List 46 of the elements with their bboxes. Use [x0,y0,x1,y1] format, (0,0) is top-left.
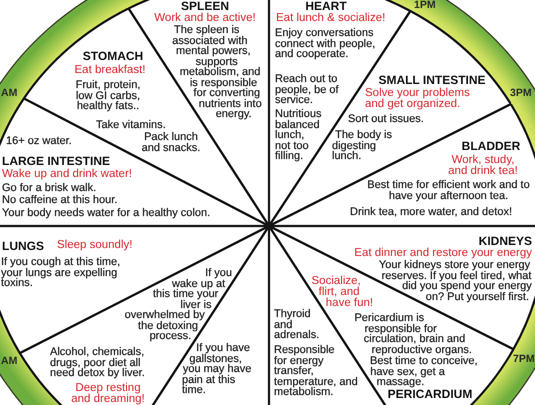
organ-note: If you wake up at this time your liver is overwhelmed by the detoxing process. [124,268,233,342]
time-label: 1PM [414,0,436,11]
advice-tagline: Work, study, and drink tea! [447,155,519,177]
organ-note: Sort out issues. [348,114,424,124]
advice-tagline: Solve your problems and get organized. [365,88,471,110]
organ-name: KIDNEYS [478,235,532,248]
advice-tagline: Deep resting and dreaming! [70,383,146,405]
advice-tagline: Sleep soundly! [57,240,132,251]
advice-tagline: Socialize, flirt, and have fun! [310,276,374,309]
organ-note: Drink tea, more water, and detox! [350,207,512,218]
organ-note: If you have gallstones, you may have pain at this time. [182,343,252,396]
organ-note: The body is digesting lunch. [332,130,393,162]
organ-name: LARGE INTESTINE [2,155,110,168]
organ-note: No caffeine at this hour. [2,195,118,206]
organ-note: Take vitamins. [96,120,166,130]
organ-name: PERICARDIUM [388,388,474,401]
organ-note: 16+ oz water. [6,136,72,146]
advice-tagline: Work and be active! [153,13,257,24]
organ-note: Pack lunch and snacks. [140,132,202,153]
organ-name: HEART [305,0,347,13]
organ-note: Fruit, protein, low GI carbs, healthy fats.. [74,80,142,112]
time-label: AM [1,88,18,99]
advice-tagline: Eat breakfast! [74,65,146,76]
organ-note: Go for a brisk walk. [2,183,96,194]
organ-note: Reach out to people, be of service. [275,74,340,106]
organ-note: Best time to conceive, have sex, get a massage. [370,356,479,388]
organ-note: Alcohol, chemicals, drugs, poor diet all need detox by liver. [50,347,146,379]
advice-tagline: Eat dinner and restore your energy [353,248,532,259]
organ-note: Enjoy conversations connect with people, and cooperate. [275,28,376,60]
organ-note: Thyroid and adrenals. [274,309,320,341]
time-label: AM [1,356,18,367]
organ-name: LUNGS [2,240,44,253]
organ-name: SPLEEN [180,0,229,13]
organ-note: Best time for efficient work and to have your afternoon tea. [366,180,531,201]
advice-tagline: Wake up and drink water! [2,169,132,180]
organ-note: Your body needs water for a healthy colon. [2,208,210,218]
advice-tagline: Eat lunch & socialize! [276,13,386,24]
organ-note: Your kidneys store your energy reserves. If you feel tired, what did you spend your energy on? Put yourself first. [378,260,532,304]
time-label: 7PM [513,354,535,365]
organ-name: STOMACH [82,50,144,63]
organ-note: The spleen is associated with mental powers, supports metabolism, and is responsible for converting nutrients into energy. [171,25,263,120]
organ-note: If you cough at this time, your lungs are expelling toxins. [1,257,122,289]
organ-name: BLADDER [460,140,522,153]
time-label: 3PM [510,88,532,99]
organ-note: Nutritious balanced lunch, not too filling. [275,109,322,162]
organ-name: SMALL INTESTINE [377,74,487,87]
